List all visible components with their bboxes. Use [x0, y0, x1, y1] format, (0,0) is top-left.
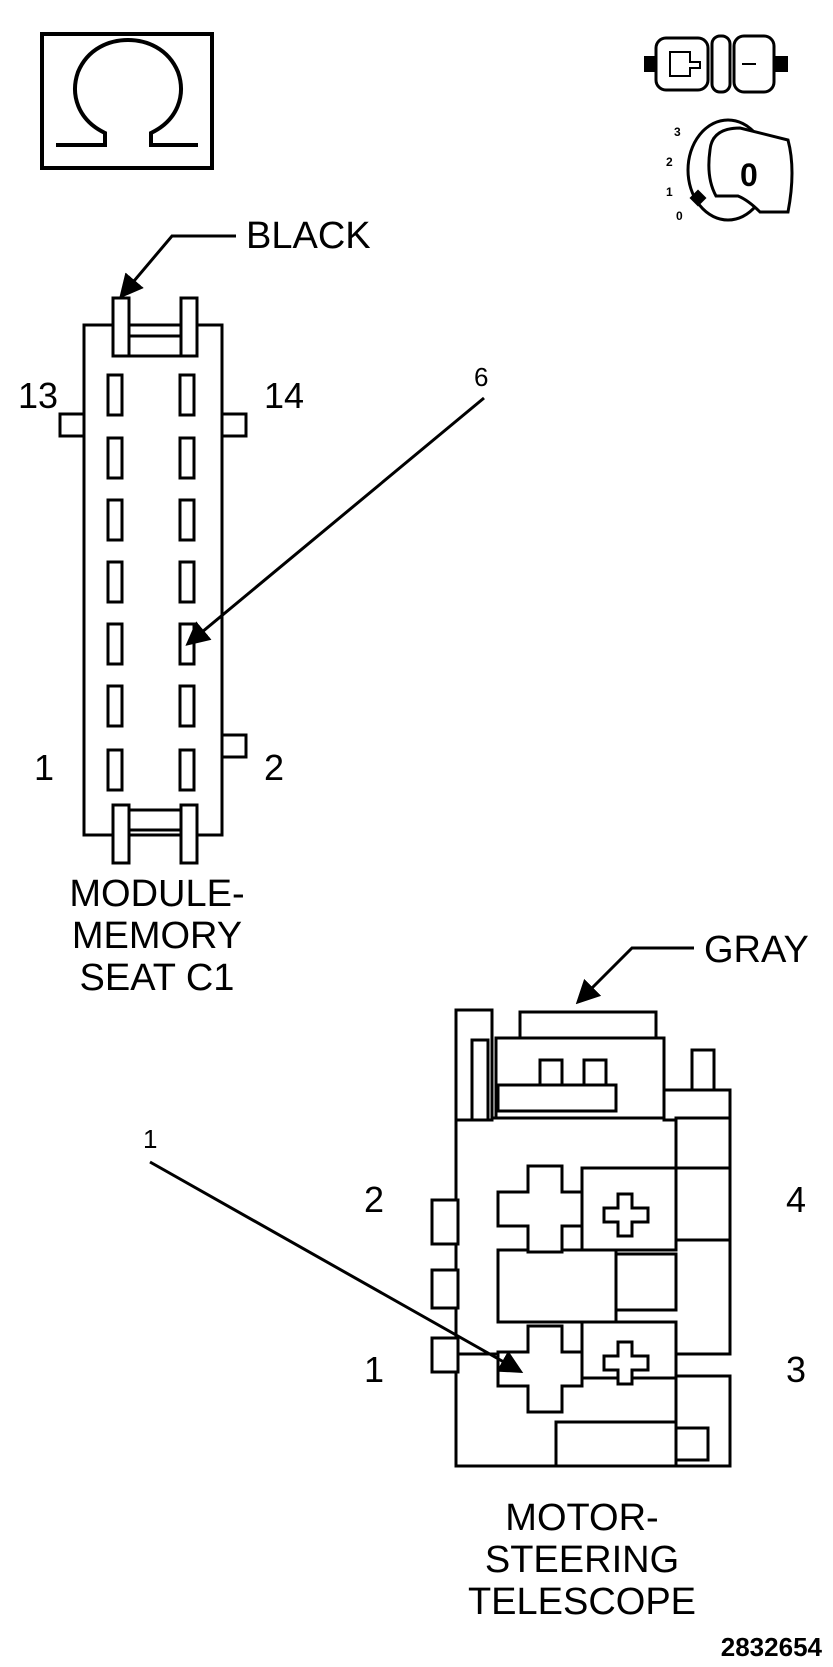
ohmmeter-icon — [40, 32, 214, 170]
motor-caption-line-1: MOTOR- — [505, 1497, 658, 1539]
cavity-4 — [178, 684, 196, 728]
ignition-position-1: 1 — [666, 185, 673, 199]
cavity-12 — [178, 436, 196, 480]
motor-pin-label-2: 2 — [364, 1179, 384, 1220]
motor-cavity-1 — [496, 1324, 584, 1414]
connector-c1: BLACK 13 14 1 2 — [18, 215, 488, 999]
motor-pin-label-4: 4 — [786, 1179, 806, 1220]
cavity-2 — [178, 748, 196, 792]
ignition-key-icon: 3 2 1 0 0 — [666, 118, 794, 223]
motor-cavity-4 — [602, 1192, 650, 1238]
c1-pin-label-2: 2 — [264, 747, 284, 788]
motor-cavity-2 — [496, 1164, 584, 1254]
motor-callout-1: 1 — [143, 1124, 157, 1154]
cavity-9 — [106, 498, 124, 542]
ignition-key-label: 0 — [740, 157, 758, 193]
cavity-10 — [178, 498, 196, 542]
motor-pin-label-1: 1 — [364, 1349, 384, 1390]
motor-color-label: GRAY — [704, 929, 809, 971]
cavity-3 — [106, 684, 124, 728]
c1-caption-line-3: SEAT C1 — [80, 957, 235, 999]
figure-number: 2832654 — [721, 1632, 823, 1662]
cavity-1 — [106, 748, 124, 792]
motor-caption-line-2: STEERING — [485, 1539, 679, 1581]
c1-pin-label-14: 14 — [264, 375, 304, 416]
c1-caption-line-2: MEMORY — [72, 915, 242, 957]
cavity-8 — [178, 560, 196, 604]
ignition-position-2: 2 — [666, 155, 673, 169]
cavity-5 — [106, 622, 124, 666]
motor-caption-line-3: TELESCOPE — [468, 1581, 696, 1623]
c1-color-label: BLACK — [246, 215, 371, 257]
motor-cavity-3 — [602, 1340, 650, 1386]
c1-pin-label-1: 1 — [34, 747, 54, 788]
cavity-6 — [178, 622, 196, 666]
cavity-7 — [106, 560, 124, 604]
cavity-14 — [178, 373, 196, 417]
cavity-11 — [106, 436, 124, 480]
ignition-position-3: 3 — [674, 125, 681, 139]
motor-pin-label-3: 3 — [786, 1349, 806, 1390]
c1-callout-6: 6 — [474, 362, 488, 392]
ignition-position-0: 0 — [676, 209, 683, 223]
cavity-13 — [106, 373, 124, 417]
c1-pin-label-13: 13 — [18, 375, 58, 416]
connector-motor: GRAY — [143, 929, 809, 1623]
disconnect-connector-icon — [644, 34, 788, 94]
c1-caption-line-1: MODULE- — [69, 873, 244, 915]
